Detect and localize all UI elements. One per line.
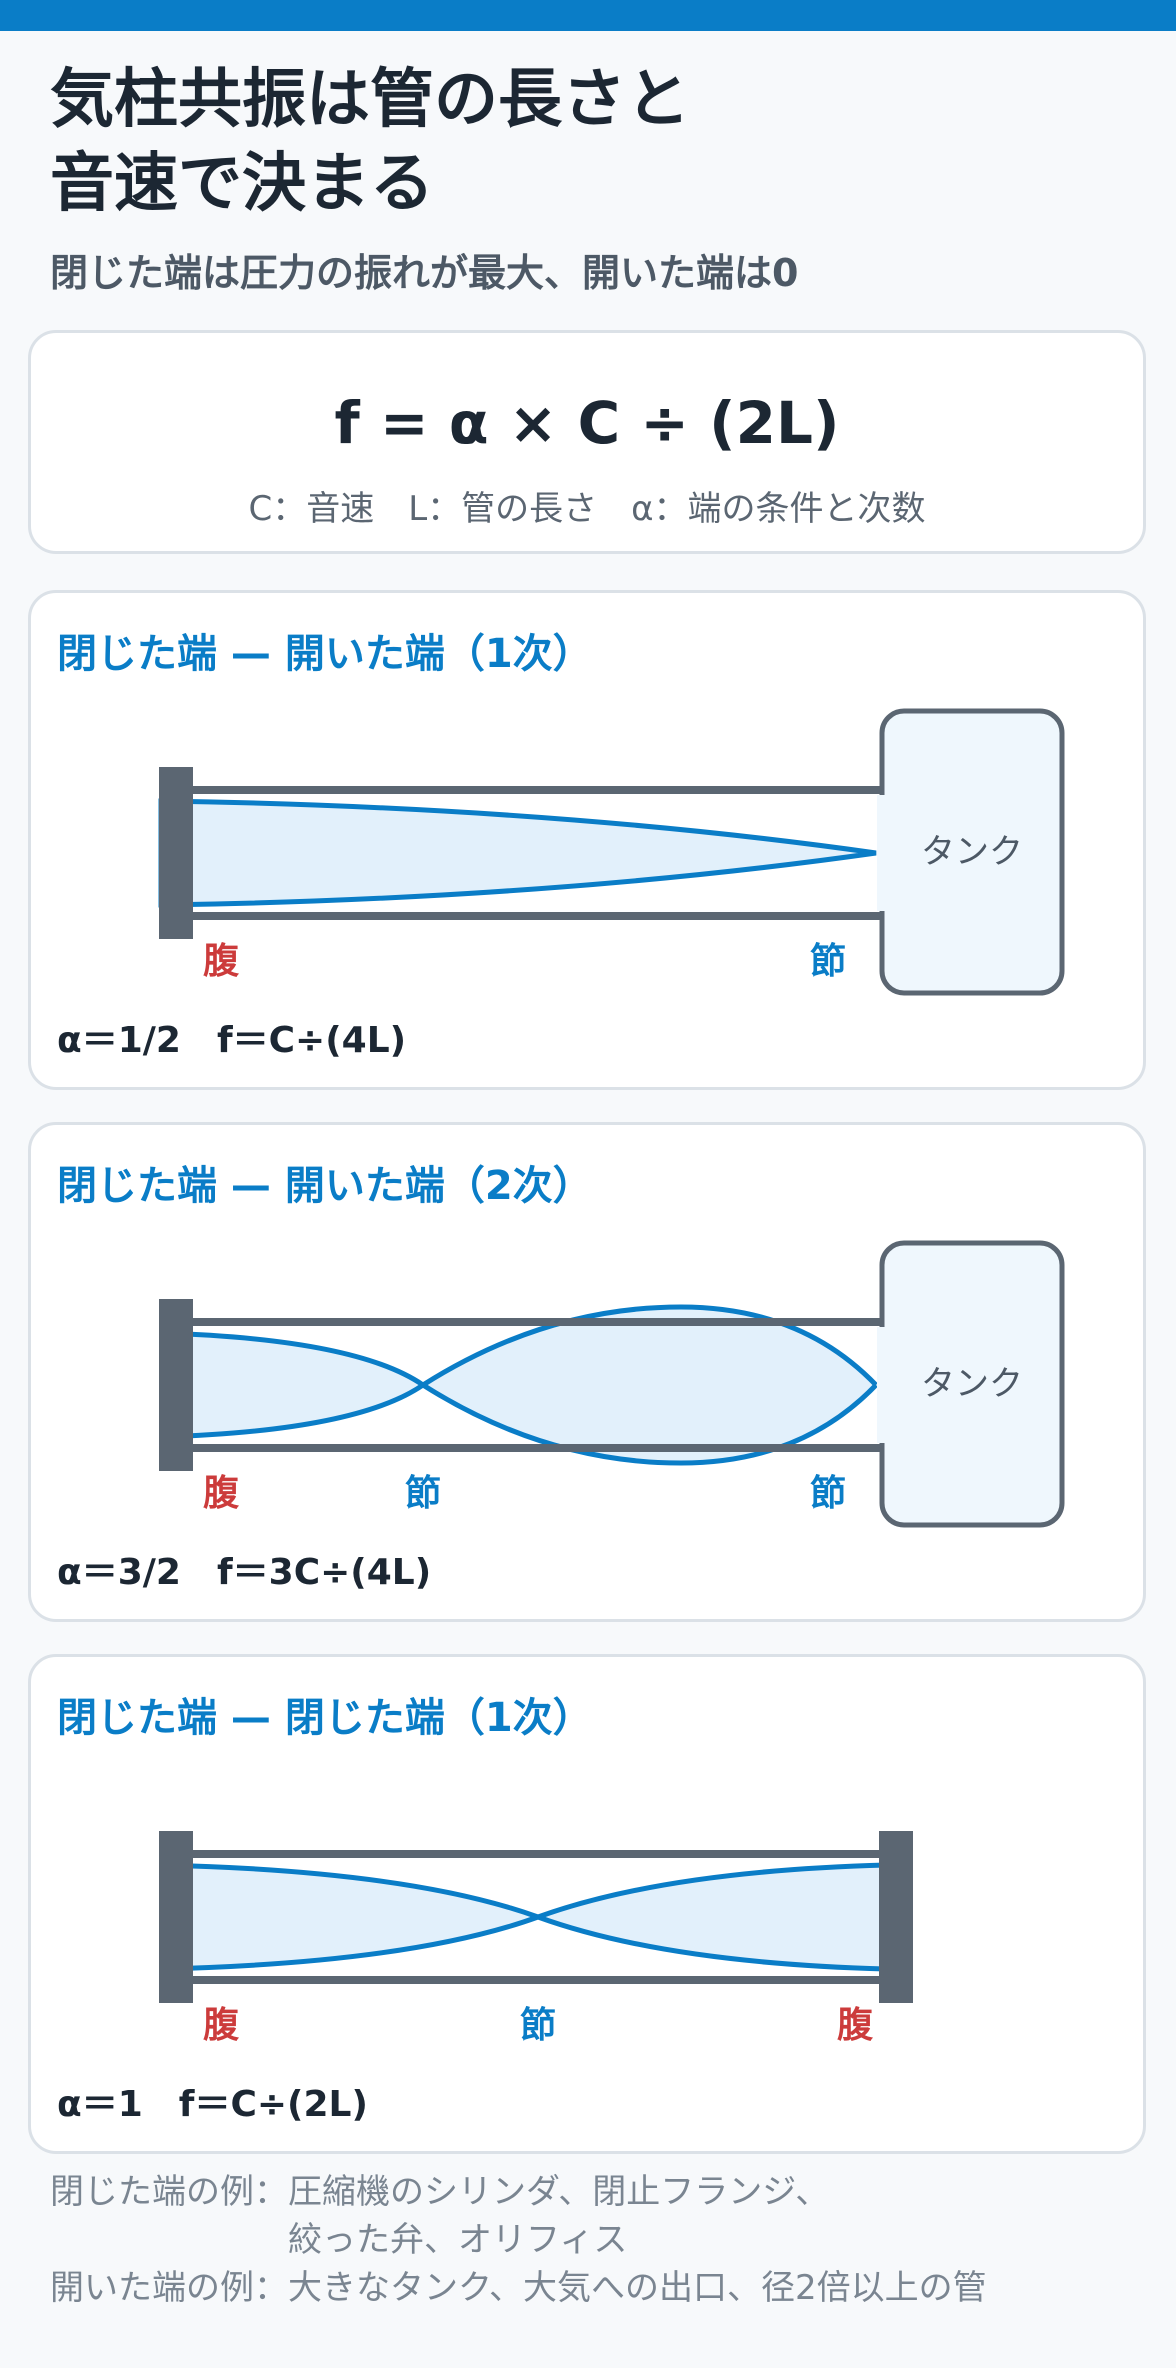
antinode-label: 腹	[837, 2005, 874, 2046]
mode-card-closed-closed-1: 閉じた端 — 閉じた端（1次） 腹 節 腹 α＝1 f＝C÷(2L)	[28, 1654, 1146, 2154]
mode-card-closed-open-2: 閉じた端 — 開いた端（2次） タンク 腹 節 節 α＝3/2 f＝3C÷(4L…	[28, 1122, 1146, 1622]
mode-title: 閉じた端 — 開いた端（1次）	[57, 631, 593, 677]
open-end-examples: 開いた端の例：大きなタンク、大気への出口、径2倍以上の管	[50, 2268, 987, 2308]
mode-card-closed-open-1: 閉じた端 — 開いた端（1次） タンク 腹 節 α＝1/2 f＝C÷(4L)	[28, 590, 1146, 1090]
antinode-label: 腹	[203, 1473, 240, 1514]
mode-diagram: タンク 腹 節 節	[159, 1240, 1065, 1528]
node-label: 節	[810, 1473, 846, 1514]
antinode-label: 腹	[203, 2005, 240, 2046]
node-label: 節	[520, 2005, 556, 2046]
mode-title: 閉じた端 — 閉じた端（1次）	[57, 1695, 593, 1741]
node-label: 節	[810, 941, 846, 982]
mode-diagram: タンク 腹 節	[158, 708, 1065, 996]
closed-end-cap	[159, 1299, 193, 1471]
closed-end-examples-line-1: 閉じた端の例：圧縮機のシリンダ、閉止フランジ、	[50, 2172, 830, 2212]
closed-end-cap-right	[879, 1831, 913, 2003]
tank-opening	[877, 795, 887, 911]
resonance-formula: f = α × C ÷ (2L)	[334, 389, 840, 457]
mode-equation: α＝1/2 f＝C÷(4L)	[57, 1020, 407, 1061]
formula-legend: C：音速 L：管の長さ α：端の条件と次数	[248, 489, 926, 529]
pressure-envelope	[161, 1307, 876, 1463]
page-title: 気柱共振は管の長さと 音速で決まる	[50, 58, 1130, 226]
mode-equation: α＝3/2 f＝3C÷(4L)	[57, 1552, 432, 1593]
pressure-envelope	[158, 798, 877, 908]
antinode-label: 腹	[203, 941, 240, 982]
closed-end-cap	[159, 767, 193, 939]
mode-diagram: 腹 節 腹	[159, 1831, 913, 2046]
pressure-envelope	[161, 1865, 886, 1969]
mode-title: 閉じた端 — 開いた端（2次）	[57, 1163, 593, 1209]
title-line-2: 音速で決まる	[50, 147, 434, 221]
formula-card: f = α × C ÷ (2L) C：音速 L：管の長さ α：端の条件と次数	[28, 330, 1146, 554]
title-line-1: 気柱共振は管の長さと	[50, 63, 690, 137]
mode-equation: α＝1 f＝C÷(2L)	[57, 2084, 368, 2125]
tank-label: タンク	[921, 832, 1023, 872]
closed-end-cap-left	[159, 1831, 193, 2003]
tank-opening	[877, 1327, 887, 1443]
tank-label: タンク	[921, 1364, 1023, 1404]
page-subtitle: 閉じた端は圧力の振れが最大、開いた端は0	[50, 251, 799, 295]
node-label: 節	[405, 1473, 441, 1514]
top-accent-bar	[0, 0, 1176, 31]
pressure-wave-lower	[160, 1862, 887, 1972]
closed-end-examples-line-2: 絞った弁、オリフィス	[50, 2220, 628, 2260]
